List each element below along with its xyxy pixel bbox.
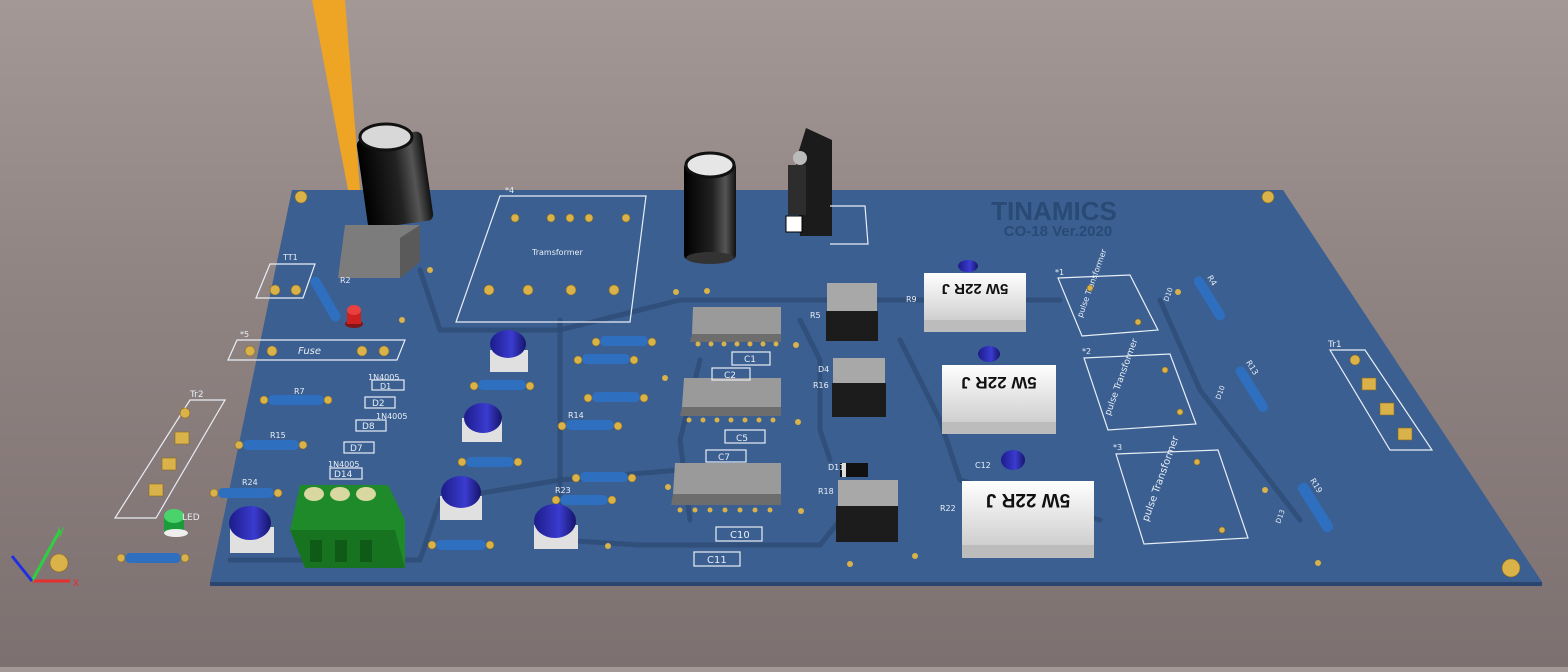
svg-text:C1: C1 bbox=[744, 355, 756, 365]
svg-text:*1: *1 bbox=[1055, 268, 1064, 277]
axial-resistors: R7 R15 R24 R14 R23 R4 R13 R19 bbox=[116, 274, 1334, 563]
via-pads bbox=[399, 267, 1321, 567]
svg-text:1N4005: 1N4005 bbox=[376, 412, 407, 421]
fuse-footprint: Fuse *5 bbox=[227, 330, 406, 361]
electrolytic-capacitor-left bbox=[356, 122, 434, 229]
power-resistor-1: 5W 22R J R9 bbox=[906, 260, 1026, 332]
svg-text:5W 22R J: 5W 22R J bbox=[942, 280, 1009, 297]
svg-text:D8: D8 bbox=[362, 422, 375, 432]
axis-gizmo: x y bbox=[10, 523, 79, 589]
tt1-label: TT1 bbox=[282, 253, 298, 262]
power-transistor-3: D11 R18 bbox=[818, 463, 898, 542]
board-logo: TINAMICS CO-18 Ver.2020 bbox=[991, 196, 1117, 240]
tt1-footprint: TT1 bbox=[255, 253, 316, 299]
power-transistor-2: R16 D4 bbox=[813, 358, 886, 417]
svg-text:R15: R15 bbox=[270, 431, 286, 440]
svg-text:R24: R24 bbox=[242, 478, 258, 487]
svg-text:D11: D11 bbox=[828, 463, 844, 472]
svg-text:LED: LED bbox=[182, 513, 200, 523]
svg-text:C10: C10 bbox=[730, 530, 750, 541]
tr1-footprint: Tr1 bbox=[1327, 340, 1434, 451]
diode-labels: 1N4005 D1 D2 1N4005 D8 D7 1N4005 D14 bbox=[328, 373, 407, 480]
tr2-label: Tr2 bbox=[189, 390, 204, 400]
transformer-label: Tramsformer bbox=[531, 248, 583, 257]
svg-text:C12: C12 bbox=[975, 461, 991, 470]
fuse-label: Fuse bbox=[298, 346, 321, 357]
svg-text:*4: *4 bbox=[505, 186, 514, 195]
svg-text:*5: *5 bbox=[240, 330, 249, 339]
terminal-block-green bbox=[290, 485, 405, 568]
svg-text:D7: D7 bbox=[350, 444, 363, 454]
tr2-footprint: Tr2 bbox=[113, 390, 227, 519]
svg-text:C11: C11 bbox=[707, 555, 727, 566]
svg-text:R16: R16 bbox=[813, 381, 829, 390]
logo-line1: TINAMICS bbox=[991, 196, 1117, 226]
ic-chip-2 bbox=[680, 378, 781, 423]
svg-text:R2: R2 bbox=[340, 276, 351, 285]
power-resistor-3: 5W 22R J C12 R22 bbox=[940, 450, 1094, 558]
svg-text:D1: D1 bbox=[380, 382, 391, 391]
power-resistor-2: 5W 22R J bbox=[942, 346, 1056, 434]
svg-text:D4: D4 bbox=[818, 365, 829, 374]
svg-text:1N4005: 1N4005 bbox=[368, 373, 399, 382]
svg-text:R18: R18 bbox=[818, 487, 834, 496]
svg-text:*3: *3 bbox=[1113, 443, 1122, 452]
electrolytic-capacitor-center bbox=[684, 151, 736, 264]
svg-text:C7: C7 bbox=[718, 453, 730, 463]
mounting-holes bbox=[49, 190, 1521, 578]
svg-text:R7: R7 bbox=[294, 387, 305, 396]
svg-text:R5: R5 bbox=[810, 311, 821, 320]
svg-text:5W 22R J: 5W 22R J bbox=[986, 489, 1070, 510]
svg-text:R14: R14 bbox=[568, 411, 584, 420]
svg-text:C2: C2 bbox=[724, 371, 736, 381]
axis-y-label: y bbox=[58, 523, 64, 537]
capacitor-labels: C1 C2 C5 C7 C10 C11 bbox=[693, 351, 771, 567]
svg-text:R22: R22 bbox=[940, 504, 956, 513]
voltage-regulator-to220 bbox=[785, 128, 869, 245]
light-beam bbox=[312, 0, 360, 190]
regulator-heatsink-block bbox=[338, 225, 420, 278]
logo-line2: CO-18 Ver.2020 bbox=[1004, 223, 1112, 240]
svg-text:C5: C5 bbox=[736, 434, 748, 444]
trimmer-potentiometers bbox=[229, 330, 578, 553]
transformer-footprint: Tramsformer *4 bbox=[455, 186, 647, 323]
ic-chip-3 bbox=[671, 463, 781, 513]
led-green: LED bbox=[164, 509, 200, 537]
power-transistor-1: R5 bbox=[810, 283, 878, 341]
svg-text:5W 22R J: 5W 22R J bbox=[961, 373, 1037, 392]
svg-text:1N4005: 1N4005 bbox=[328, 460, 359, 469]
svg-text:R9: R9 bbox=[906, 295, 917, 304]
svg-text:*2: *2 bbox=[1082, 347, 1091, 356]
svg-text:D14: D14 bbox=[334, 470, 353, 480]
svg-text:D2: D2 bbox=[372, 399, 385, 409]
svg-text:R23: R23 bbox=[555, 486, 571, 495]
axis-x-label: x bbox=[73, 575, 79, 589]
led-red: R2 bbox=[340, 276, 363, 328]
ic-chip-1 bbox=[690, 307, 781, 347]
tr1-label: Tr1 bbox=[1327, 340, 1342, 350]
